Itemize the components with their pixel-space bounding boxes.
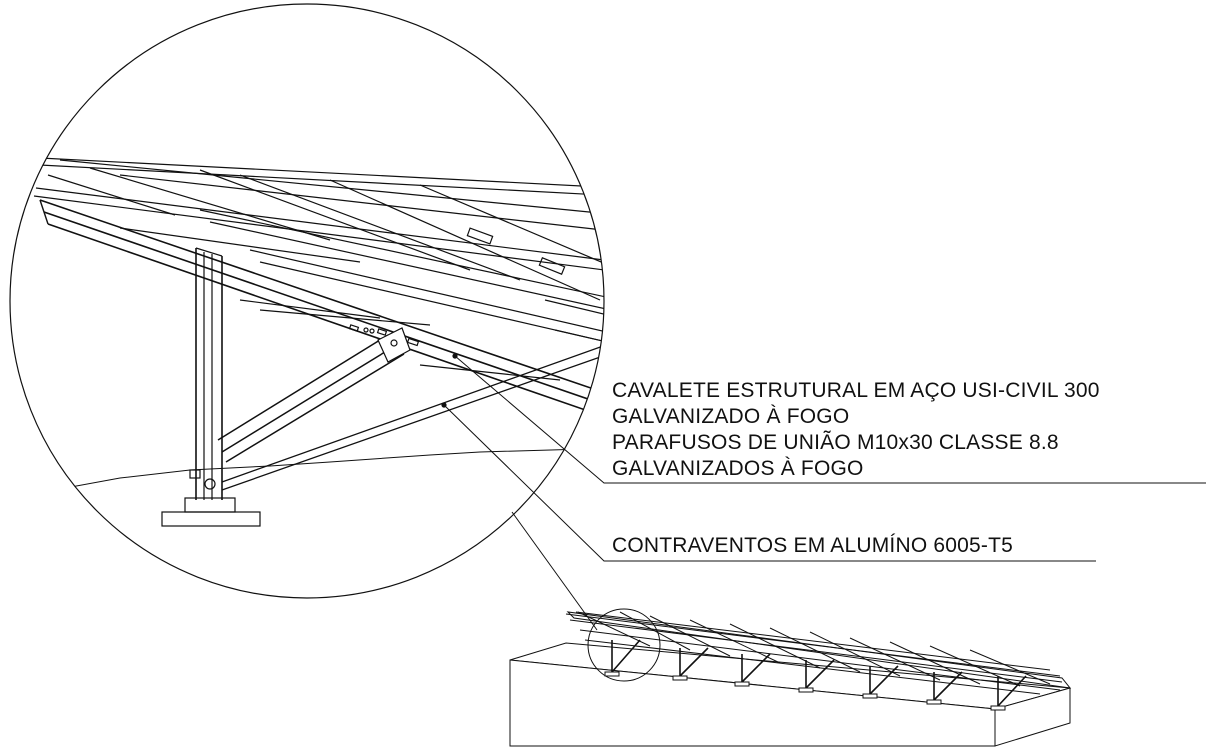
overall-view: [509, 608, 1072, 747]
panel-array: [565, 611, 1072, 695]
detail-connector: [511, 511, 598, 631]
detail-view: [10, 157, 604, 527]
ground-line: [10, 447, 604, 501]
solar-panels: [33, 157, 604, 381]
detail-marker-circle: [587, 608, 661, 682]
label-structure-line2: GALVANIZADO À FOGO: [612, 405, 850, 428]
main-beam: [39, 199, 604, 423]
support-bases: [604, 671, 1006, 711]
leader-lines: [443, 355, 1206, 631]
diagonal-strut: [217, 327, 411, 463]
leader-structure: [454, 355, 1206, 484]
label-bolts-line1: PARAFUSOS DE UNIÃO M10x30 CLASSE 8.8: [612, 431, 1059, 454]
leader-bracing: [443, 404, 1096, 562]
label-bracing: CONTRAVENTOS EM ALUMÍNO 6005-T5: [612, 534, 1014, 557]
bracing-rod: [221, 339, 604, 491]
vertical-post: [161, 247, 261, 527]
label-bolts-line2: GALVANIZADOS À FOGO: [612, 457, 864, 480]
detail-circle: [9, 3, 605, 599]
support-frames: [611, 639, 1027, 707]
label-structure-line1: CAVALETE ESTRUTURAL EM AÇO USI-CIVIL 300: [612, 379, 1100, 402]
